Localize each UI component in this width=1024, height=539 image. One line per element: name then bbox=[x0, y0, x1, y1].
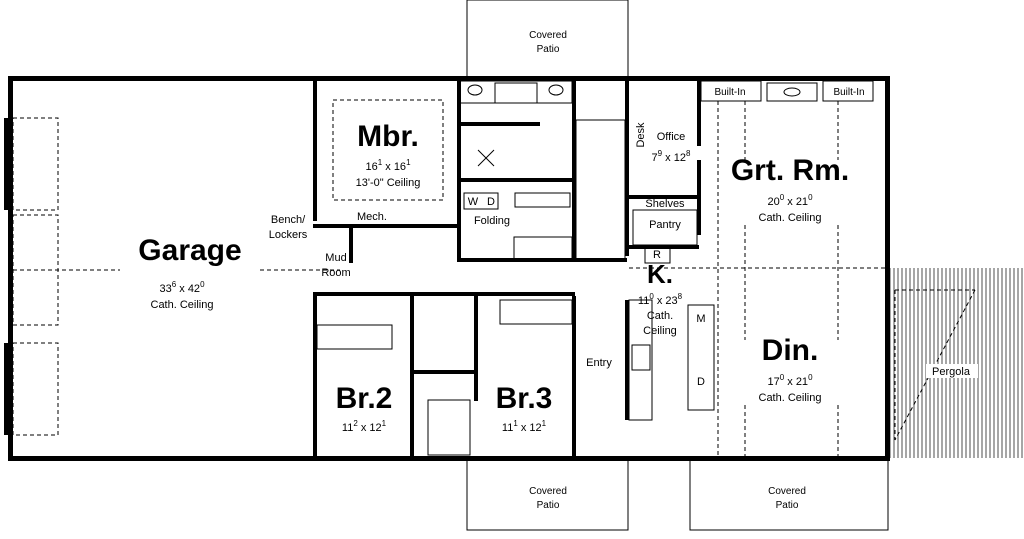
patio-bottom-left-label: Covered Patio bbox=[529, 486, 567, 511]
svg-text:336 x 420: 336 x 420 bbox=[159, 280, 205, 295]
svg-text:200 x 210: 200 x 210 bbox=[767, 193, 813, 208]
dryer-label: D bbox=[487, 196, 495, 208]
room-bedroom-2: Br.2 112 x 121 bbox=[336, 382, 393, 434]
svg-text:112 x 121: 112 x 121 bbox=[342, 419, 387, 434]
fixtures bbox=[316, 80, 885, 456]
room-great-room: Grt. Rm. 200 x 210 Cath. Ceiling bbox=[731, 154, 849, 224]
patio-bottom-right-label: Covered Patio bbox=[768, 486, 806, 511]
lockers-label: Lockers bbox=[269, 229, 308, 241]
washer-label: W bbox=[468, 196, 479, 208]
interior-walls bbox=[313, 81, 701, 458]
exterior-walls bbox=[4, 76, 890, 461]
svg-text:Office: Office bbox=[657, 131, 686, 143]
svg-text:Mbr.: Mbr. bbox=[357, 120, 419, 153]
room-master-bedroom: Mbr. 161 x 161 13'-0" Ceiling bbox=[356, 120, 421, 189]
pergola-label: Pergola bbox=[932, 366, 971, 378]
bench-label: Bench/ bbox=[271, 214, 306, 226]
patio-top-label: Covered Patio bbox=[529, 30, 567, 55]
entry-label: Entry bbox=[586, 357, 612, 369]
garage-doors bbox=[12, 117, 340, 436]
microwave-label: M bbox=[696, 313, 705, 325]
svg-text:Covered: Covered bbox=[768, 486, 806, 497]
fridge-label: R bbox=[653, 249, 661, 261]
svg-text:Cath. Ceiling: Cath. Ceiling bbox=[759, 392, 822, 404]
svg-text:Garage: Garage bbox=[138, 234, 241, 267]
built-in-right-label: Built-In bbox=[833, 87, 864, 98]
room-dining: Din. 170 x 210 Cath. Ceiling bbox=[759, 334, 822, 404]
svg-text:Covered: Covered bbox=[529, 30, 567, 41]
svg-text:Cath.: Cath. bbox=[647, 310, 673, 322]
shelves-label: Shelves bbox=[645, 198, 685, 210]
svg-text:K.: K. bbox=[647, 259, 673, 289]
room-bedroom-3: Br.3 111 x 121 bbox=[496, 382, 553, 434]
svg-text:170 x 210: 170 x 210 bbox=[767, 373, 813, 388]
pergola bbox=[889, 268, 1023, 458]
pantry-label: Pantry bbox=[649, 219, 681, 231]
svg-text:110 x 238: 110 x 238 bbox=[638, 292, 683, 307]
desk-label: Desk bbox=[635, 122, 647, 148]
room-garage: Garage 336 x 420 Cath. Ceiling bbox=[138, 234, 241, 311]
svg-text:Din.: Din. bbox=[762, 334, 819, 367]
svg-text:161 x 161: 161 x 161 bbox=[365, 158, 411, 173]
svg-text:Patio: Patio bbox=[537, 500, 560, 511]
room-kitchen: K. 110 x 238 Cath. Ceiling bbox=[638, 259, 683, 337]
svg-text:13'-0" Ceiling: 13'-0" Ceiling bbox=[356, 177, 421, 189]
mud-room-label: Mud bbox=[325, 252, 346, 264]
svg-text:Grt. Rm.: Grt. Rm. bbox=[731, 154, 849, 187]
pergola-label-background bbox=[926, 364, 978, 378]
svg-text:Br.3: Br.3 bbox=[496, 382, 553, 415]
mud-room-label-2: Room bbox=[321, 267, 350, 279]
svg-text:Cath. Ceiling: Cath. Ceiling bbox=[151, 299, 214, 311]
svg-text:Cath. Ceiling: Cath. Ceiling bbox=[759, 212, 822, 224]
folding-label: Folding bbox=[474, 215, 510, 227]
svg-text:Patio: Patio bbox=[537, 44, 560, 55]
mech-label: Mech. bbox=[357, 211, 387, 223]
built-in-left-label: Built-In bbox=[714, 87, 745, 98]
svg-text:Ceiling: Ceiling bbox=[643, 325, 677, 337]
room-office: Office 79 x 128 bbox=[652, 131, 691, 164]
svg-text:Covered: Covered bbox=[529, 486, 567, 497]
svg-text:79 x 128: 79 x 128 bbox=[652, 149, 691, 164]
svg-text:Patio: Patio bbox=[776, 500, 799, 511]
dishwasher-label: D bbox=[697, 376, 705, 388]
svg-text:111 x 121: 111 x 121 bbox=[502, 419, 547, 434]
svg-text:Br.2: Br.2 bbox=[336, 382, 393, 415]
